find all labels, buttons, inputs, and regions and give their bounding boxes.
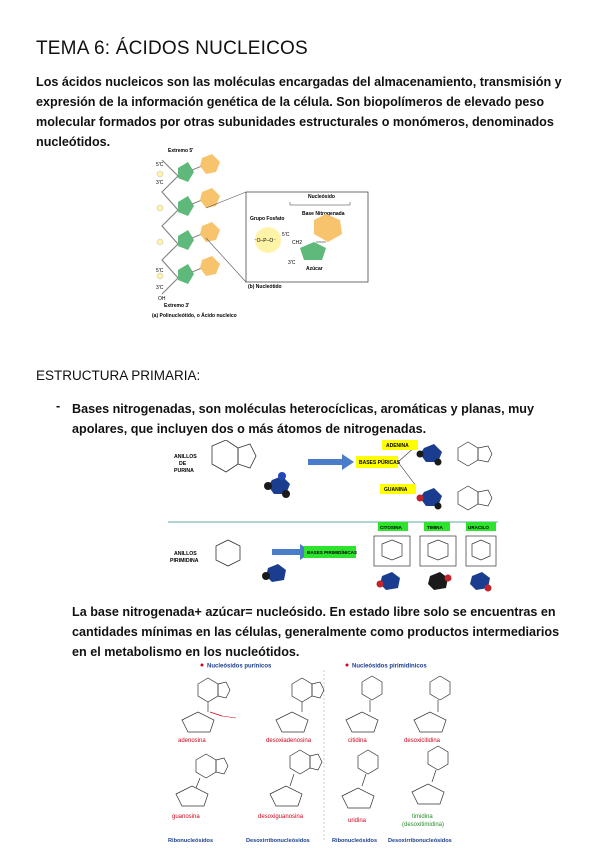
adenine-structure	[457, 441, 493, 467]
nucleosides-figure: Nucleósidos purínicos Nucleósidos pirimi…	[168, 663, 452, 844]
bases-pirimidinicas-label: BASES PIRIMIDÍNICAS	[307, 548, 357, 555]
c3b-label: 3'C	[156, 285, 164, 291]
anillos-pirimidina-1: ANILLOS	[174, 551, 197, 557]
guanine-model	[416, 488, 442, 510]
extremo5-label: Extremo 5'	[168, 148, 193, 154]
adenina-label: ADENINA	[386, 443, 409, 449]
extremo3-label: Extremo 3'	[164, 303, 189, 309]
nucleoside-structures	[175, 675, 451, 809]
base-nitrogenada-label: Base Nitrogenada	[302, 211, 345, 217]
ribonucleosidos-2: Ribonucleósidos	[332, 838, 377, 844]
bases-figure: ANILLOS DE PURINA BASES PÚRICAS ADENINA …	[168, 440, 498, 592]
section-heading: ESTRUCTURA PRIMARIA:	[36, 368, 201, 383]
nucleosido-paragraph: La base nitrogenada+ azúcar= nucleósido.…	[72, 605, 560, 659]
pyrimidine-bases-models	[376, 572, 492, 592]
page-title: TEMA 6: ÁCIDOS NUCLEICOS	[36, 38, 308, 59]
c5a-label: 5'C	[156, 162, 164, 168]
desoxicitidina-label: desoxicitidina	[404, 738, 441, 744]
desoxirribonucleosidos-1: Desoxirribonucleósidos	[246, 838, 310, 844]
intro-paragraph: Los ácidos nucleicos son las moléculas e…	[36, 75, 562, 149]
c3-label: 3'C	[288, 260, 296, 266]
c5b-label: 5'C	[156, 268, 164, 274]
guanosina-label: guanosina	[172, 814, 200, 820]
bases-paragraph: Bases nitrogenadas, son moléculas hetero…	[72, 402, 534, 436]
uracilo-label: URACILO	[468, 525, 489, 530]
timina-label: TIMINA	[427, 525, 444, 530]
anillos-pirimidina-2: PIRIMIDINA	[170, 558, 199, 564]
azucar-label: Azúcar	[306, 266, 323, 272]
phosphate-formula: ⁻O–P–O⁻	[254, 238, 276, 244]
pirimidinicos-heading: Nucleósidos pirimidínicos	[352, 664, 427, 670]
citidina-label: citidina	[348, 738, 367, 744]
bases-puricas-label: BASES PÚRICAS	[359, 459, 401, 466]
bullet-dash: -	[56, 399, 61, 413]
adenosina-label: adenosina	[178, 738, 206, 744]
caption-b: (b) Nucleótido	[248, 284, 282, 290]
pyrimidine-bases-structures	[373, 535, 497, 567]
oh-label: OH	[158, 296, 166, 302]
c3a-label: 3'C	[156, 180, 164, 186]
ch2-label: CH2	[292, 240, 302, 246]
anillos-purina-3: PURINA	[174, 468, 194, 474]
pyrimidine-structure	[215, 539, 241, 567]
sugar-link-highlight	[209, 711, 237, 719]
guanina-label: GUANINA	[384, 487, 408, 493]
purine-structure	[211, 440, 257, 473]
desoxiguanosina-label: desoxiguanosina	[258, 814, 304, 820]
desoxirribonucleosidos-2: Desoxirribonucleósidos	[388, 838, 452, 844]
grupo-fosfato-label: Grupo Fosfato	[250, 216, 284, 222]
adenine-model	[416, 444, 442, 466]
desoxiadenosina-label: desoxiadenosina	[266, 738, 312, 744]
purinicos-heading: Nucleósidos purínicos	[207, 664, 272, 670]
guanine-structure	[457, 485, 493, 511]
citosina-label: CITOSINA	[380, 525, 403, 530]
purine-arrow-icon	[308, 454, 354, 470]
polynucleotide-figure: Extremo 5' 5'C 3'C 5'C 3'C OH Extremo 3'…	[152, 148, 369, 319]
caption-a: (a) Polinucleótido, o Ácido nucleico	[152, 312, 237, 319]
ribonucleosidos-1: Ribonucleósidos	[168, 838, 213, 844]
anillos-purina-2: DE	[179, 461, 187, 467]
desoxitimidina-label: (desoxitimidina)	[402, 822, 444, 828]
anillos-purina-1: ANILLOS	[174, 454, 197, 460]
purine-ball-model	[264, 472, 290, 498]
uridina-label: uridina	[348, 818, 367, 824]
c5-label: 5'C	[282, 232, 290, 238]
nucleosido-label: Nucleósido	[308, 194, 335, 200]
pyrimidine-ball-model	[262, 564, 286, 582]
timidina-label: timidina	[412, 814, 433, 820]
